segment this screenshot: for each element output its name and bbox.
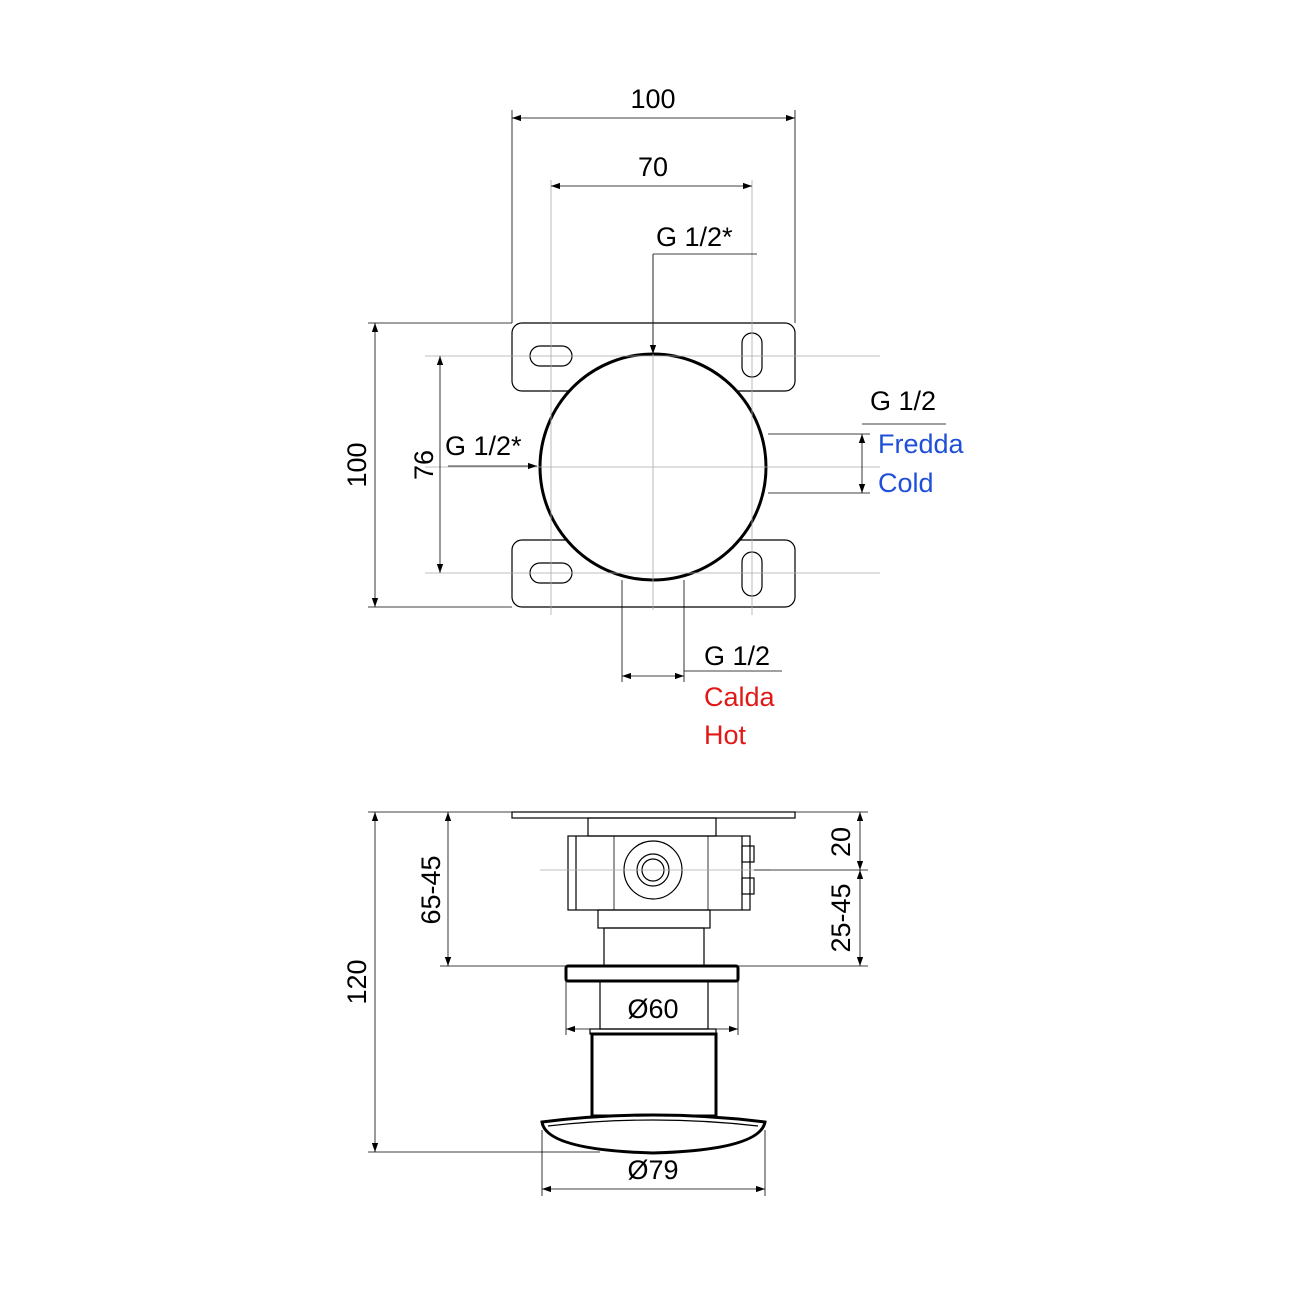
cold-thread-label: G 1/2 bbox=[870, 386, 936, 416]
top-view: 100 70 G 1/2* 100 76 G 1/2* G 1/2 Fredda… bbox=[342, 84, 965, 750]
dim-width-inner: 70 bbox=[638, 152, 668, 182]
dim-offset: 20 bbox=[826, 827, 856, 857]
dia-handle: Ø79 bbox=[627, 1155, 678, 1185]
inlet-left-label: G 1/2* bbox=[445, 431, 522, 461]
lever-body bbox=[590, 1032, 718, 1118]
hot-label-it: Calda bbox=[704, 682, 776, 712]
cold-label-en: Cold bbox=[878, 468, 934, 498]
dim-height-outer: 100 bbox=[342, 442, 372, 487]
dim-width-outer: 100 bbox=[630, 84, 675, 114]
mounting-plate bbox=[511, 811, 796, 819]
cold-label-it: Fredda bbox=[878, 429, 965, 459]
hot-thread-label: G 1/2 bbox=[704, 641, 770, 671]
inlet-top-label: G 1/2* bbox=[656, 222, 733, 252]
hot-label-en: Hot bbox=[704, 720, 747, 750]
dia-flange: Ø60 bbox=[627, 994, 678, 1024]
side-view: 120 65-45 20 25-45 Ø60 Ø79 bbox=[342, 811, 868, 1196]
dim-total-depth: 120 bbox=[342, 959, 372, 1004]
dim-height-inner: 76 bbox=[409, 450, 439, 480]
dim-sub-range: 25-45 bbox=[826, 883, 856, 952]
handle-cap bbox=[540, 1113, 767, 1155]
dim-depth-range: 65-45 bbox=[416, 855, 446, 924]
flange-plate bbox=[564, 964, 740, 983]
